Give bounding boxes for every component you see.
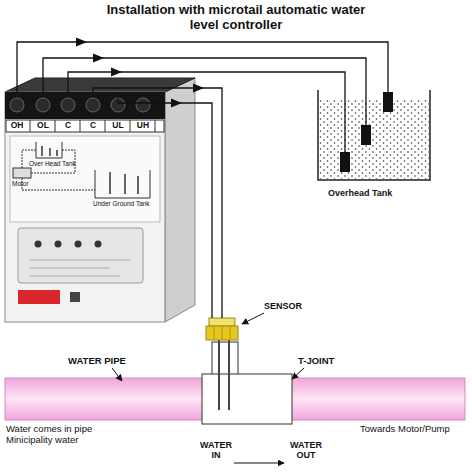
face-schematic-panel	[10, 136, 160, 222]
wire-arrowhead	[93, 54, 104, 63]
flow-note: Water comes in pipe Minicipality water	[6, 424, 106, 446]
face-label: Over Head Tank	[29, 160, 89, 167]
wire-connector	[17, 42, 388, 92]
terminal-label: OH	[7, 121, 27, 131]
level-probe	[340, 152, 350, 172]
panel-switch	[70, 292, 80, 302]
level-probe	[361, 125, 371, 145]
flow-label: WATER IN	[196, 440, 236, 461]
sensor-fitting: SENSOR	[206, 318, 238, 340]
indicator-led	[75, 241, 82, 248]
wire-connector	[118, 92, 212, 318]
face-label: Under Ground Tank	[93, 200, 163, 207]
sensor-nut-ridge	[214, 326, 230, 340]
sensor-label: SENSOR	[264, 301, 314, 311]
wire-connector	[93, 88, 222, 318]
schematic-motor	[13, 168, 31, 178]
strip-divider	[30, 120, 155, 132]
wire-connector	[68, 72, 345, 92]
t-joint-neck	[212, 342, 238, 376]
face-label: Motor	[12, 180, 42, 187]
leader-arrow	[112, 368, 122, 381]
schematic-tank	[36, 142, 62, 158]
terminal-label: OL	[33, 121, 53, 131]
terminal-screw	[10, 98, 24, 112]
terminal-screw	[136, 98, 150, 112]
terminal-block	[5, 92, 165, 119]
wire-arrowhead	[171, 99, 182, 108]
terminal-screw	[36, 98, 50, 112]
sensor-prong	[219, 338, 229, 410]
panel-print	[30, 260, 130, 276]
flow-note: Towards Motor/Pump	[360, 424, 470, 435]
wire-connector	[43, 58, 366, 92]
controller-device: OH OL CC UL UH Over Head TankMotorUnder Groun…	[5, 92, 165, 322]
wire-arrowhead	[76, 38, 87, 47]
flow-arrow	[234, 463, 284, 464]
device-front	[5, 92, 165, 322]
terminal-screw	[61, 98, 75, 112]
terminal-screw	[111, 98, 125, 112]
flow-label: WATER OUT	[284, 440, 328, 461]
indicator-panel	[18, 228, 143, 283]
probe-wire	[345, 90, 388, 152]
t-joint-body	[202, 374, 292, 424]
schematic-underground-tank	[95, 170, 150, 198]
leader-arrow	[292, 368, 304, 379]
indicator-led	[95, 241, 102, 248]
sensor-cap	[209, 318, 235, 326]
device-side	[165, 78, 195, 322]
terminal-label: UH	[133, 121, 153, 131]
terminal-label: C	[58, 121, 78, 131]
part-label: T-JOINT	[298, 356, 358, 367]
schematic-probe	[42, 146, 57, 156]
indicator-led	[55, 241, 62, 248]
indicator-led	[35, 241, 42, 248]
tank-wall	[318, 90, 430, 180]
schematic-pipe	[22, 178, 95, 190]
terminal-label: C	[83, 121, 103, 131]
terminal-screw	[86, 98, 100, 112]
level-probe	[383, 92, 393, 112]
part-label: WATER PIPE	[68, 356, 148, 367]
terminal-label: UL	[108, 121, 128, 131]
device-top	[5, 78, 195, 92]
schematic-probe	[110, 172, 138, 194]
power-button	[18, 290, 60, 304]
tank-water	[319, 100, 429, 179]
diagram-title: Installation with microtail automatic wa…	[96, 3, 376, 33]
terminal-label-strip	[6, 120, 164, 132]
wire-arrowhead	[111, 68, 122, 77]
sensor-nut	[206, 326, 238, 340]
overhead-tank: Overhead Tank	[318, 90, 430, 180]
leader-arrow	[242, 313, 264, 324]
wire-arrowhead	[193, 84, 204, 93]
tank-label: Overhead Tank	[328, 188, 428, 198]
